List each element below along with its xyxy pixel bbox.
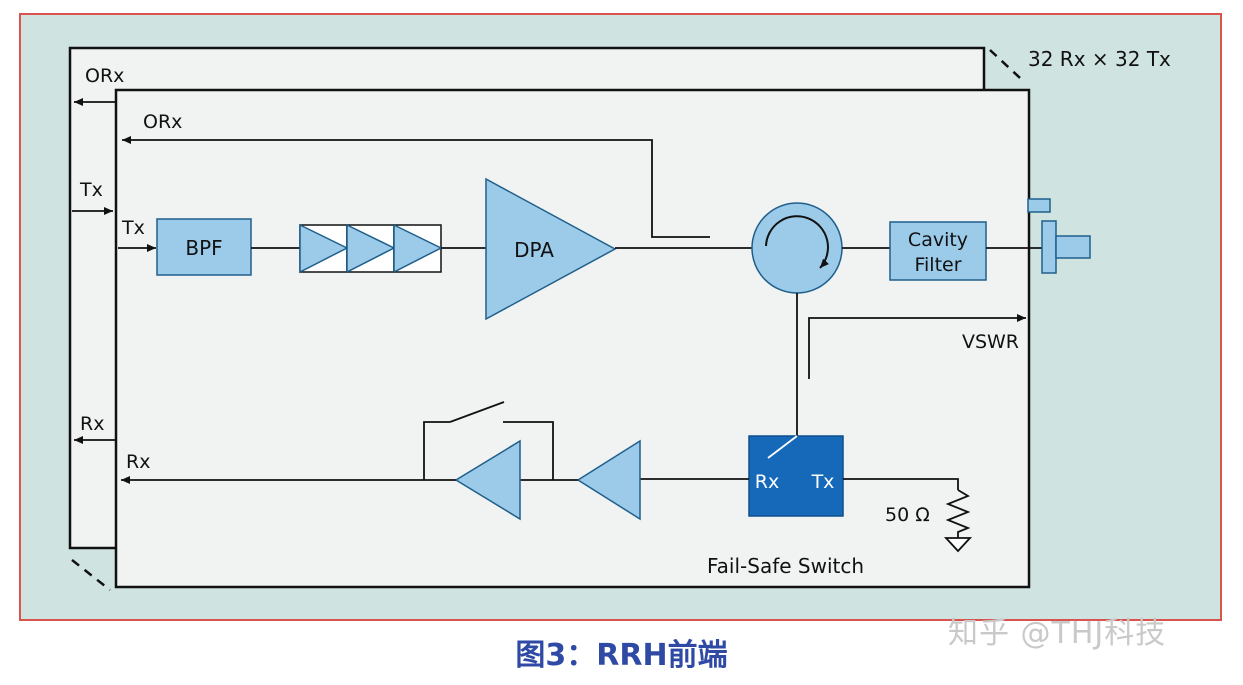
stack-depth-line-top xyxy=(989,49,1021,79)
bpf-block xyxy=(156,218,252,276)
switch-tx-label: Tx xyxy=(811,471,835,493)
cavity-filter-label-line1: Cavity xyxy=(908,229,968,251)
orx-line xyxy=(122,136,710,238)
antenna-connector-flange xyxy=(1041,220,1057,274)
resistor-zigzag xyxy=(945,489,971,538)
back-rx-label: Rx xyxy=(80,413,104,435)
orx-label: ORx xyxy=(143,111,182,133)
switch-rx-label: Rx xyxy=(755,471,779,493)
ground-symbol xyxy=(943,537,973,553)
vswr-line xyxy=(808,314,1026,379)
cavity-filter-label-line2: Filter xyxy=(914,254,961,276)
termination-line xyxy=(843,478,959,490)
tx-label: Tx xyxy=(121,217,145,239)
bypass-switch-blade xyxy=(449,401,505,423)
dpa-label: DPA xyxy=(514,238,554,262)
load-label: 50 Ω xyxy=(885,504,930,526)
fail-safe-switch-label: Fail-Safe Switch xyxy=(707,554,864,578)
switch-contact xyxy=(767,435,798,459)
cavity-filter-block xyxy=(889,221,987,281)
watermark: 知乎 @THJ科技 xyxy=(948,616,1167,651)
antenna-connector-tab xyxy=(1027,198,1051,213)
lna-2 xyxy=(576,439,641,521)
vswr-label: VSWR xyxy=(962,331,1019,353)
front-card xyxy=(114,88,1031,589)
back-tx-label: Tx xyxy=(79,179,103,201)
antenna-connector-barrel xyxy=(1055,235,1091,259)
stack-depth-line-bottom xyxy=(71,559,111,591)
bypass-line-left xyxy=(423,421,450,480)
circulator-rotation-arrow xyxy=(765,215,829,269)
array-size-label: 32 Rx × 32 Tx xyxy=(1028,47,1171,71)
figure-caption: 图3：RRH前端 xyxy=(515,638,728,673)
fail-safe-switch-block xyxy=(748,435,844,517)
lna-1 xyxy=(454,439,521,521)
driver-amp-3-triangle xyxy=(393,223,443,274)
driver-amp-2-triangle xyxy=(346,223,396,274)
driver-amp-1-triangle xyxy=(299,223,349,274)
bypass-line-right xyxy=(503,421,554,480)
back-orx-label: ORx xyxy=(85,65,124,87)
dpa-amplifier xyxy=(485,177,617,321)
rx-label: Rx xyxy=(126,451,150,473)
bpf-label: BPF xyxy=(185,236,222,260)
